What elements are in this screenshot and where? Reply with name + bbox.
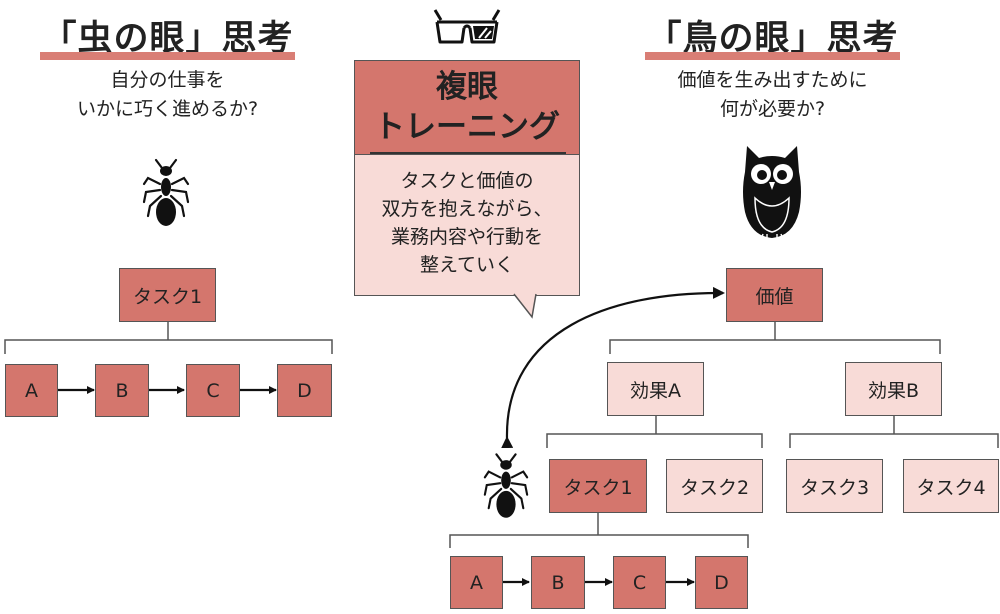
bubble-body: タスクと価値の 双方を抱えながら、 業務内容や行動を 整えていく — [354, 155, 580, 296]
ant-icon — [142, 158, 190, 226]
left-step-b: B — [95, 364, 149, 417]
left-step-a: A — [5, 364, 58, 417]
owl-icon — [743, 146, 801, 241]
bubble-divider — [370, 152, 566, 154]
right-step-b: B — [531, 556, 585, 609]
bubble-body-line-4: 整えていく — [419, 254, 515, 276]
left-subtitle-line-2: いかに巧く進めるか? — [76, 98, 259, 120]
left-subtitle: 自分の仕事を いかに巧く進めるか? — [40, 66, 295, 124]
value-box: 価値 — [726, 268, 823, 322]
left-subtitle-line-1: 自分の仕事を — [110, 69, 225, 91]
right-subtitle: 価値を生み出すために 何が必要か? — [630, 66, 915, 124]
left-step-c: C — [186, 364, 240, 417]
right-step-d: D — [695, 556, 748, 609]
effect-a-box: 効果A — [607, 362, 704, 416]
right-task-3-box: タスク3 — [786, 459, 883, 513]
bubble-body-line-3: 業務内容や行動を — [390, 226, 543, 248]
glasses-icon — [433, 9, 501, 44]
bubble-heading: 複眼 トレーニング — [354, 60, 580, 155]
right-step-c: C — [613, 556, 666, 609]
left-step-d: D — [277, 364, 332, 417]
bubble-heading-line-2: トレーニング — [374, 109, 560, 145]
right-subtitle-line-1: 価値を生み出すために — [677, 69, 868, 91]
bubble-body-line-1: タスクと価値の — [400, 170, 534, 192]
bubble-heading-line-1: 複眼 — [436, 69, 498, 105]
training-bubble: 複眼 トレーニング タスクと価値の 双方を抱えながら、 業務内容や行動を 整えて… — [354, 60, 580, 296]
right-subtitle-line-2: 何が必要か? — [719, 98, 826, 120]
right-task-2-box: タスク2 — [666, 459, 763, 513]
effect-b-box: 効果B — [845, 362, 942, 416]
small-ant-icon — [483, 453, 529, 518]
right-title-underline — [645, 52, 900, 60]
right-step-a: A — [450, 556, 503, 609]
left-title-underline — [40, 52, 295, 60]
bubble-tail — [513, 293, 537, 319]
right-task-4-box: タスク4 — [903, 459, 999, 513]
bubble-body-line-2: 双方を抱えながら、 — [381, 198, 553, 220]
right-task-1-box: タスク1 — [549, 459, 647, 513]
left-task-box: タスク1 — [119, 268, 216, 322]
